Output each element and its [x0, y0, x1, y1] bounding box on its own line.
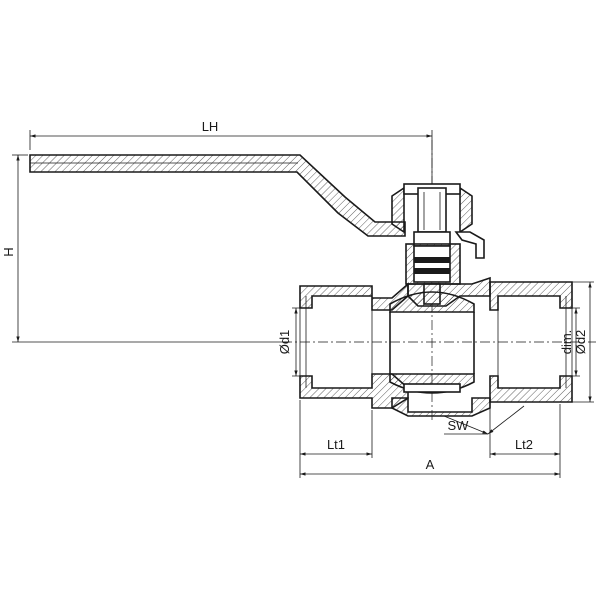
label-od1: Ød1 [277, 330, 292, 355]
body-center-bottom [391, 397, 491, 417]
stem-cap [417, 187, 447, 233]
lever-handle [29, 154, 406, 237]
label-dim: dim. [559, 330, 574, 355]
dimension-od2: Ød2 [572, 281, 594, 403]
dimension-od1: Ød1 [277, 307, 312, 377]
nut-left [391, 186, 405, 234]
dimension-a: A [300, 457, 560, 476]
right-port-wall-bottom [489, 375, 573, 403]
valve-ball [389, 291, 475, 394]
dimension-dim: dim. [559, 307, 580, 377]
o-ring-upper [414, 257, 450, 263]
right-port-wall-top [489, 281, 573, 311]
stem-shaft [413, 245, 451, 283]
nut-right [459, 186, 473, 234]
ball-top-section [389, 291, 475, 313]
dimension-lt2: Lt2 [489, 404, 561, 478]
dimension-lt1: Lt1 [299, 400, 373, 478]
stop-tab [454, 231, 485, 259]
label-lt1: Lt1 [327, 437, 345, 452]
stem-nut [391, 183, 473, 234]
o-ring-lower [414, 268, 450, 274]
label-lh: LH [202, 119, 219, 134]
ball-seat-gasket [403, 383, 461, 393]
dimension-h: H [1, 154, 290, 343]
dimension-sw: SW [443, 405, 525, 435]
label-a: A [426, 457, 435, 472]
label-lt2: Lt2 [515, 437, 533, 452]
dimension-lh: LH [29, 119, 433, 184]
lever-body [29, 154, 406, 237]
label-h: H [1, 247, 16, 256]
label-od2: Ød2 [573, 330, 588, 355]
label-sw: SW [448, 418, 470, 433]
